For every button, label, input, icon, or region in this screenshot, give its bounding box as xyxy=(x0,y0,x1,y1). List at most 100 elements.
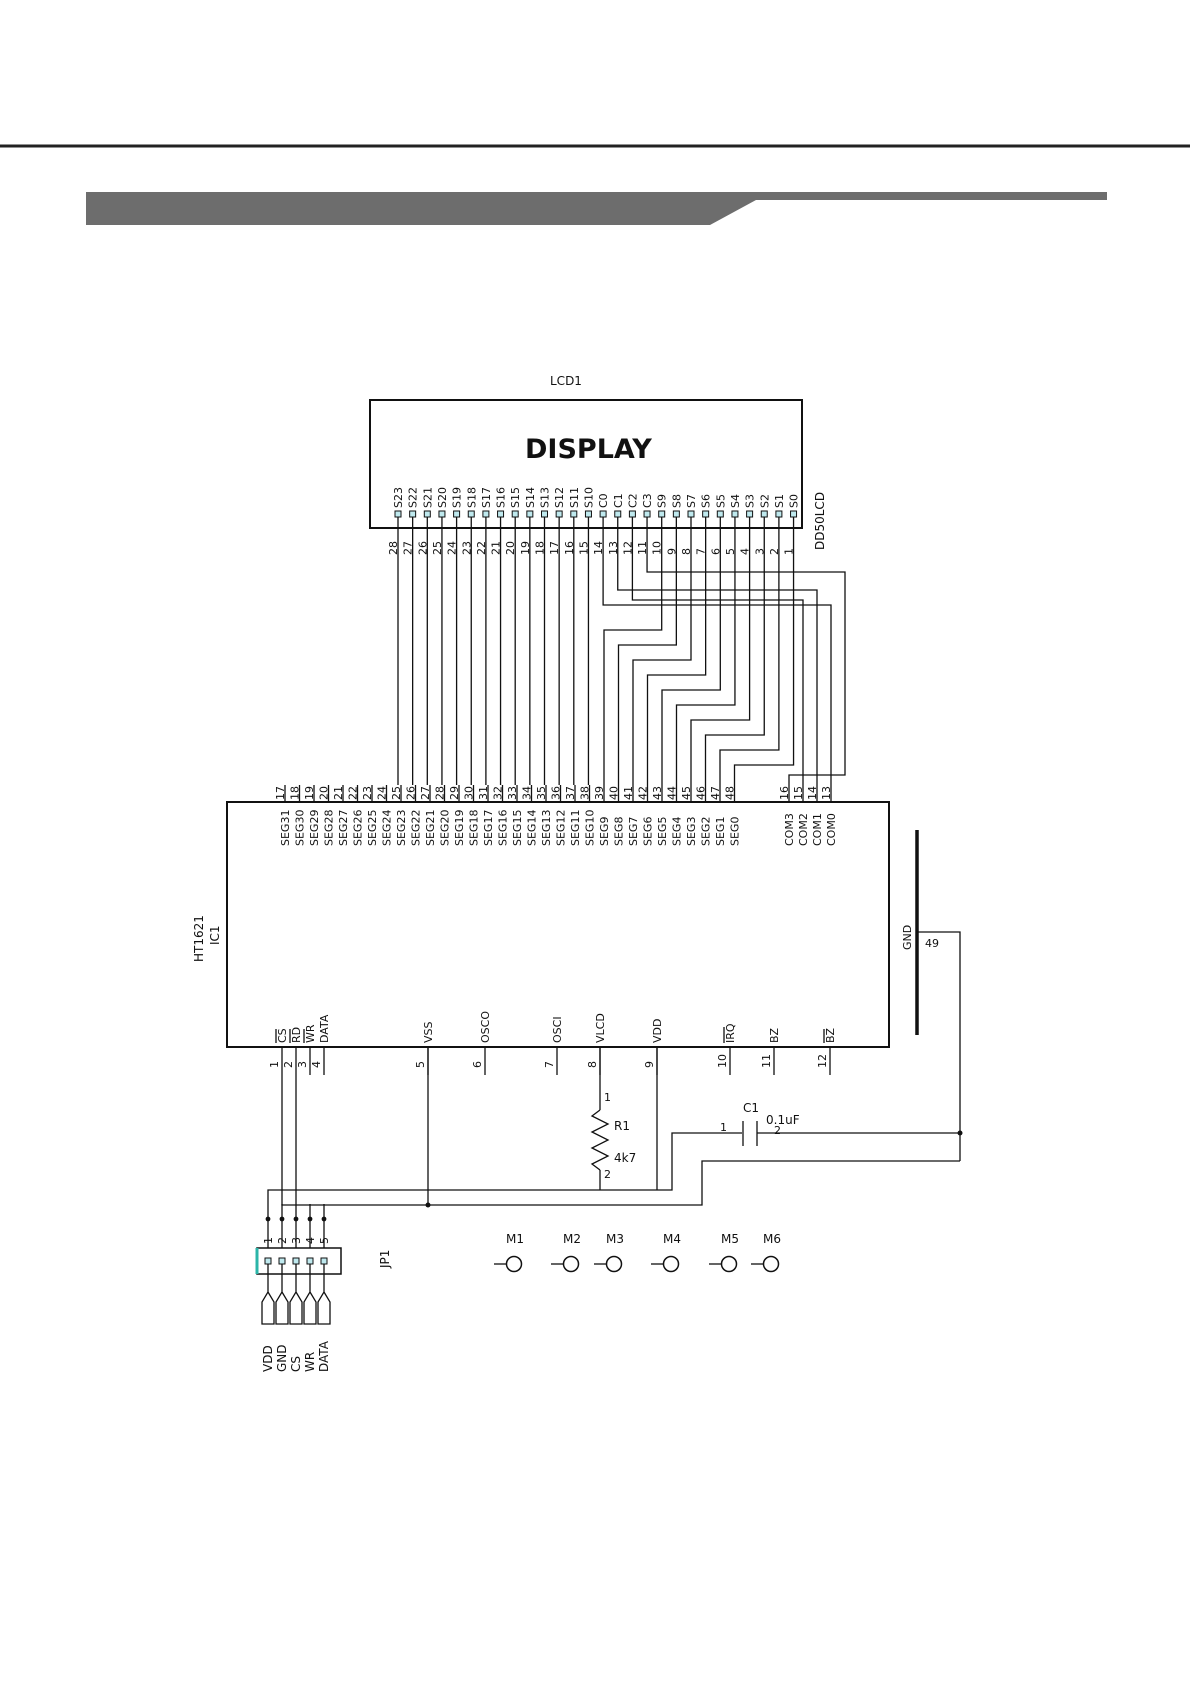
lcd-pin-pad-C0 xyxy=(599,510,607,518)
ic-pin-name-BZ: BZ xyxy=(768,1027,781,1043)
jp1-refdes: JP1 xyxy=(378,1250,392,1269)
ic-pin-name-SEG24: SEG24 xyxy=(381,810,394,846)
r1-refdes: R1 xyxy=(614,1119,630,1133)
ic-pin-number-9: 9 xyxy=(643,1061,656,1068)
ic-pin-number-21: 21 xyxy=(332,786,345,800)
ic-pin-number-41: 41 xyxy=(622,786,635,800)
lcd-pin-number-13: 13 xyxy=(607,541,620,555)
jp1-pin-number-3: 3 xyxy=(290,1237,303,1244)
lcd-pin-name-S14: S14 xyxy=(524,487,537,508)
ic-pin-number-1: 1 xyxy=(268,1061,281,1068)
ic-body xyxy=(226,801,890,1048)
ic-pin-name-SEG7: SEG7 xyxy=(627,817,640,846)
c1-pin1: 1 xyxy=(720,1121,727,1134)
ic-pin-name-COM1: COM1 xyxy=(811,813,824,846)
ic-pin-name-VSS: VSS xyxy=(422,1021,435,1043)
lcd-pin-number-3: 3 xyxy=(753,548,766,555)
lcd-pin-name-S13: S13 xyxy=(539,487,552,508)
ic-pin-number-14: 14 xyxy=(806,786,819,800)
ic-pin-number-34: 34 xyxy=(521,786,534,800)
lcd-pin-pad-S15 xyxy=(511,510,519,518)
lcd-pin-number-24: 24 xyxy=(446,541,459,555)
ic-pin-name-SEG10: SEG10 xyxy=(584,810,597,846)
jp1-signal-VDD: VDD xyxy=(261,1345,275,1372)
ic-pin-number-5: 5 xyxy=(414,1061,427,1068)
wire-seg-S6 xyxy=(646,517,707,785)
lcd-pin-number-11: 11 xyxy=(636,541,649,555)
lcd-pin-name-C1: C1 xyxy=(612,493,625,508)
lcd-pin-pad-S4 xyxy=(731,510,739,518)
lcd-pin-name-S3: S3 xyxy=(744,494,757,508)
jp1-signal-flag-CS xyxy=(289,1264,303,1325)
lcd-pin-pad-S11 xyxy=(570,510,578,518)
lcd-pin-pad-S13 xyxy=(541,510,548,518)
ic-pin-name-SEG29: SEG29 xyxy=(308,810,321,846)
ic-pin-name-SEG11: SEG11 xyxy=(569,810,582,846)
ic-pin-number-40: 40 xyxy=(608,786,621,800)
ic-pin-number-28: 28 xyxy=(434,786,447,800)
lcd-pin-pad-S17 xyxy=(482,510,490,518)
lcd-refdes: LCD1 xyxy=(550,374,582,388)
ic-pin-number-24: 24 xyxy=(376,786,389,800)
ic-pin-number-11: 11 xyxy=(760,1054,773,1068)
vdd-rail xyxy=(267,1132,742,1204)
ic-pin-name-VLCD: VLCD xyxy=(594,1013,607,1043)
lcd-pin-pad-S14 xyxy=(526,510,534,518)
mount-hole-M3 xyxy=(605,1255,623,1273)
jp1-pin-number-5: 5 xyxy=(318,1237,331,1244)
lcd-pin-name-S8: S8 xyxy=(670,494,683,508)
ic-pin-name-SEG28: SEG28 xyxy=(323,810,336,846)
ic-pin-number-37: 37 xyxy=(564,786,577,800)
lcd-pin-number-28: 28 xyxy=(387,541,400,555)
lcd-pin-name-S10: S10 xyxy=(582,487,595,508)
ic-pin-number-8: 8 xyxy=(586,1061,599,1068)
lcd-pin-number-15: 15 xyxy=(577,541,590,555)
wire-seg-S4 xyxy=(675,517,736,785)
lcd-pin-name-C3: C3 xyxy=(641,493,654,508)
lcd-pin-pad-S9 xyxy=(658,510,666,518)
ic-pin-number-45: 45 xyxy=(680,786,693,800)
lcd-pin-number-10: 10 xyxy=(651,541,664,555)
lcd-pin-number-20: 20 xyxy=(504,541,517,555)
jp1-signal-CS: CS xyxy=(289,1356,303,1372)
ic-pin-number-47: 47 xyxy=(709,786,722,800)
segment-wires xyxy=(397,517,846,785)
lcd-pin-number-19: 19 xyxy=(519,541,532,555)
ic-pin-number-35: 35 xyxy=(535,786,548,800)
wire-seg-S7 xyxy=(632,517,692,785)
ic-pin-name-SEG21: SEG21 xyxy=(424,810,437,846)
lcd-pin-pad-S20 xyxy=(438,510,446,518)
lcd-pin-pad-S23 xyxy=(394,510,402,518)
lcd-pin-pad-S18 xyxy=(467,510,475,518)
ic-pin-number-44: 44 xyxy=(666,786,679,800)
lcd-pin-number-27: 27 xyxy=(402,541,415,555)
ic-pin-name-SEG12: SEG12 xyxy=(555,810,568,846)
lcd-pin-number-4: 4 xyxy=(739,548,752,555)
mount-label-M5: M5 xyxy=(721,1232,739,1246)
lcd-pin-name-C2: C2 xyxy=(626,493,639,508)
jp1-pin-pad-1 xyxy=(264,1257,272,1265)
ic-pin-number-26: 26 xyxy=(405,786,418,800)
lcd-pin-pad-S8 xyxy=(672,510,680,518)
gnd-junction xyxy=(957,1130,963,1136)
ic-pin-name-COM3: COM3 xyxy=(783,813,796,846)
lcd-pin-pad-S19 xyxy=(453,510,461,518)
lcd-pin-name-S15: S15 xyxy=(509,487,522,508)
ic-pin-number-43: 43 xyxy=(651,786,664,800)
ic-pin-name-SEG16: SEG16 xyxy=(497,810,510,846)
ic-pin-number-19: 19 xyxy=(303,786,316,800)
ic-pin-number-42: 42 xyxy=(637,786,650,800)
ic-pin-number-6: 6 xyxy=(471,1061,484,1068)
lcd-pin-name-S19: S19 xyxy=(451,487,464,508)
mount-label-M4: M4 xyxy=(663,1232,681,1246)
c1-pin2: 2 xyxy=(774,1124,781,1137)
ic-pin-name-DATA: DATA xyxy=(318,1014,331,1043)
lcd-pin-pad-S21 xyxy=(423,510,431,518)
ic-pin-name-SEG1: SEG1 xyxy=(714,817,727,846)
ic-pin-name-SEG22: SEG22 xyxy=(410,810,423,846)
mount-hole-M4 xyxy=(662,1255,680,1273)
ic-pin-number-31: 31 xyxy=(477,786,490,800)
ic-pin-name-OSCO: OSCO xyxy=(479,1011,492,1043)
lcd-pin-name-S4: S4 xyxy=(729,494,742,508)
lcd-pins: S2328S2227S2126S2025S1924S1823S1722S1621… xyxy=(387,487,801,555)
